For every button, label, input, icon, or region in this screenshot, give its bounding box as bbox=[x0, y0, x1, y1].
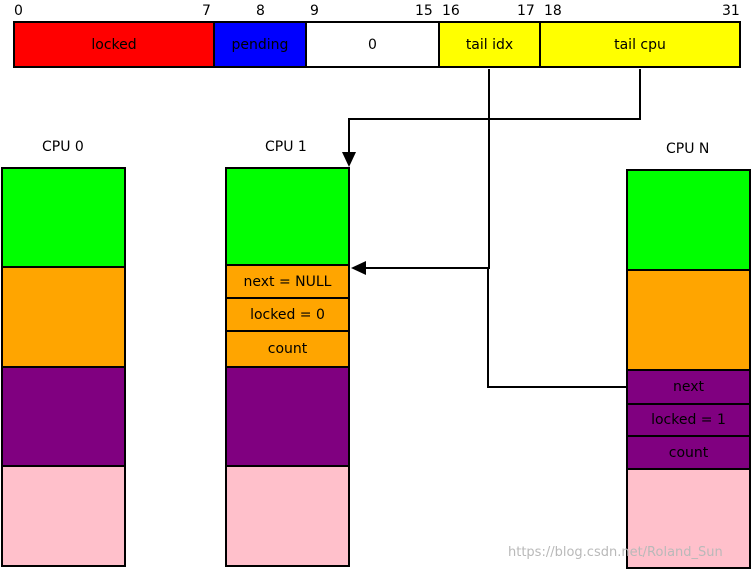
cpun-count-label: count bbox=[668, 444, 709, 461]
cpun-pink-block bbox=[626, 468, 751, 569]
bit-number-16: 16 bbox=[442, 3, 460, 19]
cpu1-label: CPU 1 bbox=[265, 139, 307, 155]
tail-idx-arrowhead bbox=[351, 261, 366, 275]
field-locked-label: locked bbox=[91, 36, 137, 53]
field-locked: locked bbox=[13, 21, 215, 68]
bit-number-15: 15 bbox=[415, 3, 433, 19]
field-tail-idx: tail idx bbox=[438, 21, 541, 68]
bit-number-18: 18 bbox=[544, 3, 562, 19]
cpu1-purple-block bbox=[225, 366, 350, 467]
bit-number-17: 17 bbox=[517, 3, 535, 19]
field-zero: 0 bbox=[305, 21, 440, 68]
cpu0-label: CPU 0 bbox=[42, 139, 84, 155]
field-tail-cpu: tail cpu bbox=[539, 21, 741, 68]
cpu0-pink-block bbox=[1, 465, 126, 567]
cpu0-purple-block bbox=[1, 366, 126, 467]
cpu1-count-label: count bbox=[267, 341, 308, 357]
cpu1-locked-cell: locked = 0 bbox=[225, 297, 350, 332]
cpu1-green-block bbox=[225, 167, 350, 266]
bit-number-8: 8 bbox=[256, 3, 265, 19]
tail-idx-connector bbox=[362, 69, 490, 269]
field-pending: pending bbox=[213, 21, 307, 68]
cpun-label: CPU N bbox=[666, 141, 710, 157]
field-pending-label: pending bbox=[231, 36, 289, 53]
bit-number-9: 9 bbox=[310, 3, 319, 19]
field-tail-cpu-label: tail cpu bbox=[614, 36, 666, 53]
cpu0-green-block bbox=[1, 167, 126, 268]
cpun-next-label: next bbox=[672, 379, 704, 395]
tail-cpu-connector bbox=[348, 69, 641, 156]
cpu1-count-cell: count bbox=[225, 330, 350, 368]
bit-number-7: 7 bbox=[202, 3, 211, 19]
cpun-locked-cell: locked = 1 bbox=[626, 403, 751, 437]
cpu1-locked-label: locked = 0 bbox=[250, 306, 325, 323]
cpun-orange-block bbox=[626, 269, 751, 371]
cpu0-orange-block bbox=[1, 266, 126, 368]
watermark: https://blog.csdn.net/Roland_Sun bbox=[508, 545, 723, 560]
tail-cpu-arrowhead bbox=[342, 152, 356, 167]
field-tail-idx-label: tail idx bbox=[465, 36, 514, 53]
bit-number-0: 0 bbox=[14, 3, 23, 19]
cpu1-next-label: next = NULL bbox=[243, 273, 332, 290]
cpu1-pink-block bbox=[225, 465, 350, 567]
cpun-locked-label: locked = 1 bbox=[651, 412, 726, 428]
field-zero-label: 0 bbox=[368, 36, 377, 53]
bit-number-31: 31 bbox=[722, 3, 740, 19]
cpun-next-connector bbox=[487, 268, 627, 388]
